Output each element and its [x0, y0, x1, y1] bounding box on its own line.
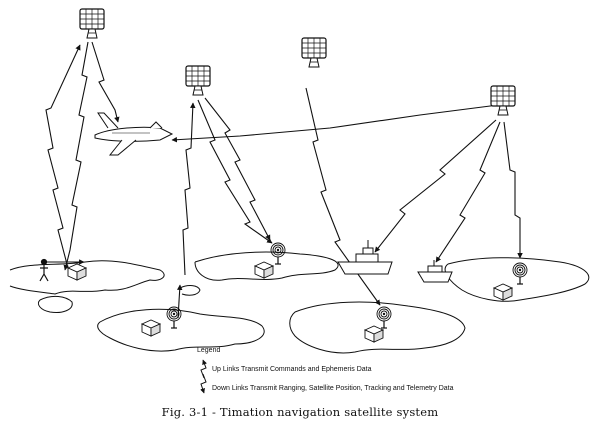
landmass-island	[37, 295, 73, 313]
landmass-east	[444, 257, 590, 302]
downlink-line	[204, 97, 271, 241]
equipment-box-icon	[254, 261, 274, 279]
legend-up-links: Up Links Transmit Commands and Ephemeris…	[212, 366, 372, 373]
equipment-box-icon	[67, 263, 87, 281]
landmass-west	[9, 260, 165, 295]
downlink-line	[63, 41, 89, 271]
figure-caption: Fig. 3-1 - Timation navigation satellite…	[161, 405, 439, 419]
equipment-box-icon	[364, 325, 384, 343]
landmass-islet	[179, 285, 201, 296]
downlink-line	[91, 41, 120, 123]
satellite-3	[301, 37, 327, 68]
downlink-line	[305, 87, 381, 306]
legend-down-links: Down Links Transmit Ranging, Satellite P…	[212, 385, 454, 392]
downlink-line	[171, 104, 499, 143]
downlink-line	[374, 119, 497, 253]
equipment-box-icon	[493, 283, 513, 301]
ground-antenna-icon	[512, 262, 528, 285]
landmass-south-center	[289, 301, 466, 354]
link-lines	[43, 41, 523, 319]
satellite-1	[79, 8, 105, 39]
legend-title: Legend	[197, 347, 221, 354]
landmass-center	[194, 251, 339, 281]
landmass-group	[9, 251, 590, 354]
downlink-line	[435, 121, 501, 263]
legend-downlink-arrow	[200, 373, 207, 394]
landmass-south-left	[97, 308, 265, 352]
downlink-line	[503, 121, 523, 259]
satellite-2	[185, 65, 211, 96]
person-icon	[39, 258, 49, 282]
ground-antenna-icon	[270, 242, 286, 265]
ground-antenna-icon	[376, 306, 392, 329]
satellite-4	[490, 85, 516, 116]
legend-uplink-arrow	[200, 359, 207, 379]
uplink-line	[45, 44, 81, 269]
ship-icon	[337, 240, 393, 275]
ship-icon	[417, 260, 453, 283]
equipment-box-icon	[141, 319, 161, 337]
downlink-line	[197, 99, 273, 244]
aircraft-icon	[94, 112, 174, 156]
uplink-line	[182, 102, 196, 276]
